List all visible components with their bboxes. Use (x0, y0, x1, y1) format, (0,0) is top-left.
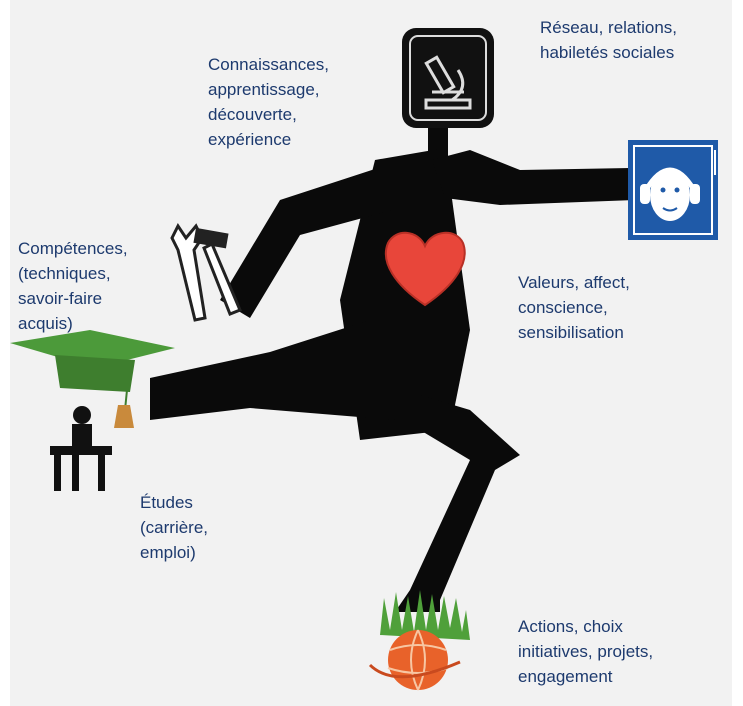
figure-right-arm (432, 150, 635, 205)
label-studies-line-2: (carrière, (140, 518, 209, 537)
wrench-hammer-icon (170, 223, 242, 322)
headset-operator-icon (628, 140, 718, 240)
label-actions: Actions, choix initiatives, projets, eng… (518, 614, 653, 689)
label-skills-line-1: Compétences, (18, 239, 128, 258)
microscope-icon (402, 28, 494, 128)
label-skills: Compétences, (techniques, savoir-faire a… (18, 236, 128, 336)
label-actions-line-2: initiatives, projets, (518, 642, 654, 661)
heart-icon (384, 231, 466, 307)
label-knowledge-line-4: expérience (208, 130, 292, 149)
label-skills-line-4: acquis) (18, 314, 73, 333)
label-network: Réseau, relations, habiletés sociales (540, 15, 677, 65)
figure-left-leg (150, 320, 395, 420)
label-network-line-2: habiletés sociales (540, 43, 675, 62)
label-knowledge: Connaissances, apprentissage, découverte… (208, 52, 329, 152)
label-skills-line-2: (techniques, (18, 264, 111, 283)
graduation-cap-desk-icon (10, 330, 175, 491)
running-figure (150, 125, 635, 612)
label-values-line-3: sensibilisation (518, 323, 624, 342)
label-knowledge-line-1: Connaissances, (208, 55, 329, 74)
label-actions-line-3: engagement (518, 667, 613, 686)
grass-globe-icon (368, 590, 470, 691)
label-studies-line-3: emploi) (140, 543, 196, 562)
label-skills-line-3: savoir-faire (18, 289, 103, 308)
label-values: Valeurs, affect, conscience, sensibilisa… (518, 270, 630, 345)
label-values-line-2: conscience, (518, 298, 608, 317)
figure-right-leg (395, 395, 520, 612)
label-actions-line-1: Actions, choix (518, 617, 623, 636)
figure-left-arm (220, 168, 392, 318)
label-values-line-1: Valeurs, affect, (518, 273, 630, 292)
label-studies: Études (carrière, emploi) (140, 490, 208, 565)
label-knowledge-line-2: apprentissage, (208, 80, 320, 99)
label-network-line-1: Réseau, relations, (540, 18, 678, 37)
label-studies-line-1: Études (140, 493, 193, 512)
label-knowledge-line-3: découverte, (208, 105, 297, 124)
